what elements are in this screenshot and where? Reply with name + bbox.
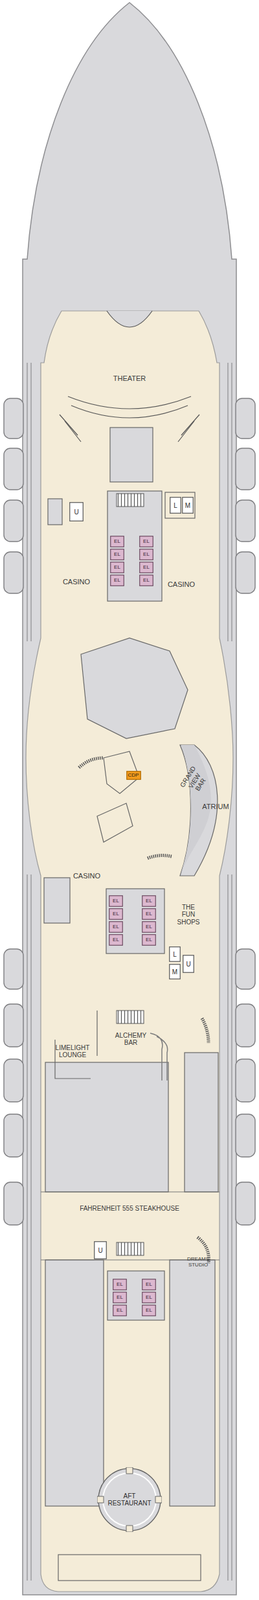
- room-label: CASINO: [155, 580, 208, 589]
- escalators: [78, 757, 209, 1263]
- elevator-box: EL: [110, 535, 125, 548]
- room-code: EL: [112, 936, 120, 943]
- room-code: EL: [116, 1294, 124, 1301]
- elevator-box: EL: [141, 1278, 157, 1290]
- room-label: GRAND VIEW BAR: [176, 761, 212, 799]
- room-code: EL: [143, 564, 150, 571]
- room-code: EL: [116, 1307, 124, 1314]
- room-code: U: [97, 1246, 103, 1254]
- service-blocks: [44, 490, 219, 1580]
- room-code: M: [172, 968, 178, 976]
- restaurant-dome: AFT RESTAURANT: [97, 1466, 162, 1532]
- room-code: EL: [112, 923, 120, 930]
- hull: [22, 2, 237, 1595]
- room-label: CASINO: [60, 871, 113, 880]
- room-label: DREAMS STUDIO: [182, 1255, 214, 1268]
- room-code: EL: [116, 1281, 124, 1288]
- room-code: EL: [143, 551, 150, 558]
- room-code: EL: [145, 936, 153, 943]
- room-code: U: [73, 508, 79, 516]
- public-area: [25, 310, 234, 1591]
- room-box: U: [182, 954, 195, 973]
- room-box: U: [93, 1240, 107, 1259]
- room-code: L: [173, 501, 178, 509]
- room-code: M: [185, 501, 191, 509]
- elevator-box: EL: [141, 920, 157, 933]
- room-label: LIMELIGHT LOUNGE: [47, 1043, 98, 1059]
- room-label: ALCHEMY BAR: [108, 1031, 154, 1047]
- room-code: AFT RESTAURANT: [104, 1491, 155, 1507]
- elevator-box: EL: [110, 574, 125, 586]
- room-label: FAHRENHEIT 555 STEAKHOUSE: [77, 1204, 182, 1213]
- elevator-box: EL: [108, 920, 124, 933]
- elevator-box: EL: [108, 894, 124, 907]
- zone-lines: [40, 1191, 220, 1260]
- room-code: EL: [112, 911, 120, 917]
- room-code: U: [185, 960, 191, 968]
- bar-counter: [150, 1032, 168, 1081]
- elevator-box: EL: [110, 548, 125, 561]
- room-label: THE FUN SHOPS: [175, 903, 202, 926]
- room-code: EL: [113, 564, 121, 571]
- elevator-box: EL: [139, 561, 154, 574]
- room-box: M: [181, 496, 194, 514]
- elevator-box: EL: [141, 907, 157, 920]
- room-code: EL: [113, 577, 121, 584]
- room-label: THEATER: [90, 374, 169, 383]
- elevator-box: EL: [112, 1291, 127, 1303]
- elevator-box: EL: [139, 535, 154, 548]
- elevator-box: EL: [108, 907, 124, 920]
- elevator-box: EL: [110, 561, 125, 574]
- stairs: [116, 1010, 144, 1024]
- theater-seating: [59, 310, 200, 442]
- elevator-box: EL: [139, 548, 154, 561]
- elevator-box: EL: [112, 1304, 127, 1316]
- room-label: ATRIUM: [199, 802, 232, 811]
- elevator-box: EL: [141, 1291, 157, 1303]
- stairs: [116, 493, 144, 507]
- elevator-box: EL: [141, 894, 157, 907]
- room-code: EL: [143, 577, 150, 584]
- elevator-box: EL: [112, 1278, 127, 1290]
- room-code: EL: [112, 898, 120, 904]
- room-label: CASINO: [50, 577, 103, 586]
- room-code: L: [172, 950, 177, 958]
- stage-block: [110, 427, 153, 482]
- room-code: EL: [145, 923, 153, 930]
- room-code: EL: [145, 898, 153, 904]
- room-box: U: [69, 501, 84, 522]
- room-code: EL: [145, 1281, 153, 1288]
- elevator-box: EL: [139, 574, 154, 586]
- elevator-box: EL: [141, 933, 157, 946]
- room-code: EL: [143, 538, 150, 545]
- room-code: EL: [145, 1294, 153, 1301]
- room-code: EL: [113, 538, 121, 545]
- room-code: EL: [145, 911, 153, 917]
- room-code: EL: [145, 1307, 153, 1314]
- room-box: L: [169, 496, 182, 514]
- room-code: EL: [113, 551, 121, 558]
- stairs: [116, 1241, 144, 1255]
- elevator-box: EL: [108, 933, 124, 946]
- room-box: M: [168, 963, 181, 980]
- room-code: CDP: [128, 772, 140, 779]
- elevator-box: EL: [141, 1304, 157, 1316]
- cdp-marker: CDP: [126, 770, 142, 780]
- room-box: L: [168, 945, 181, 962]
